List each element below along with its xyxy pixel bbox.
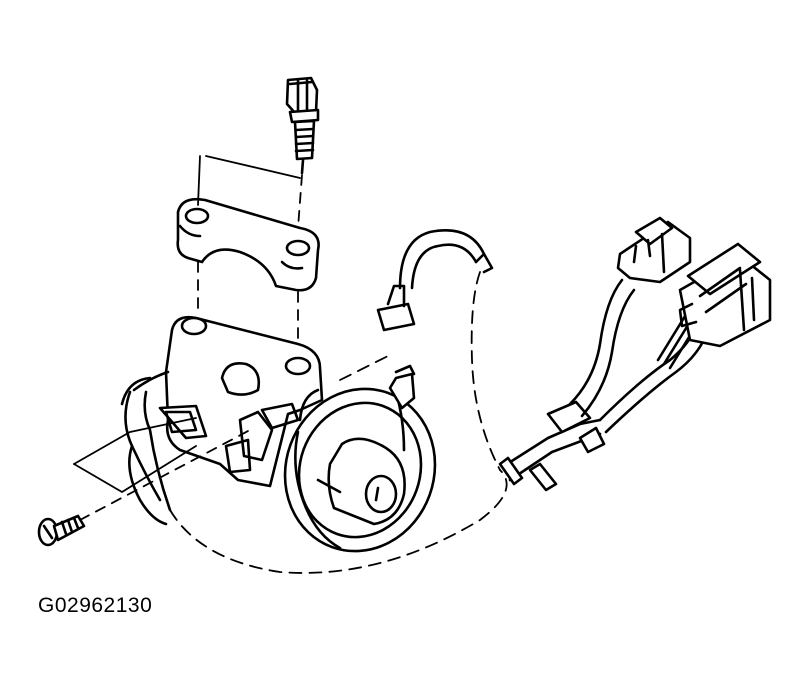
connector-large <box>678 242 772 348</box>
bolt <box>285 76 320 175</box>
screw <box>37 514 86 547</box>
alignment-lines <box>197 155 303 346</box>
connector-small <box>616 216 692 284</box>
lamp-connector <box>376 229 494 332</box>
figure-id-label: G02962130 <box>38 594 153 617</box>
lock-housing <box>120 315 324 526</box>
wiring-harness <box>498 278 710 492</box>
screw-guides <box>73 417 251 521</box>
key-cylinder-ring <box>283 364 437 553</box>
dashed-routing <box>169 271 508 574</box>
upper-clamp <box>176 197 320 292</box>
